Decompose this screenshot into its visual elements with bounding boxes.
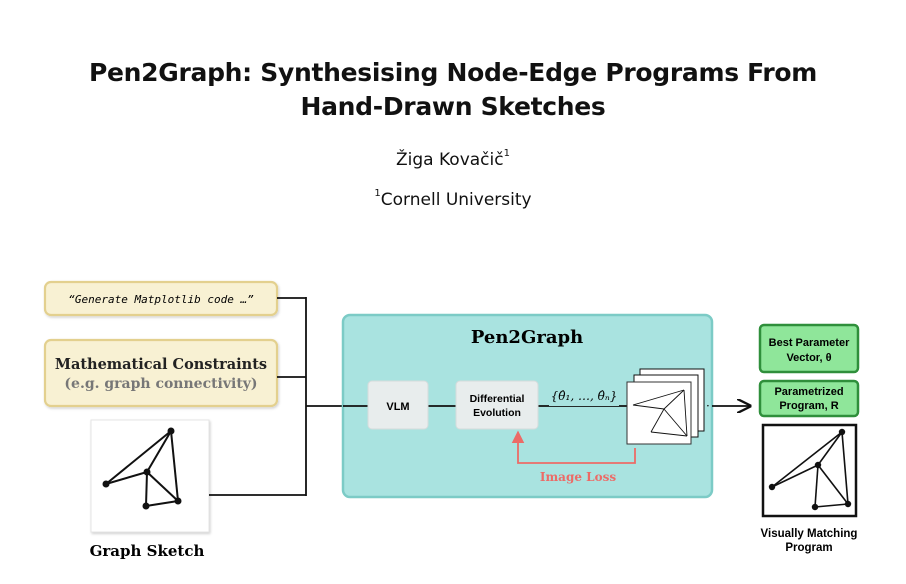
affiliation: 1Cornell University — [0, 188, 906, 210]
paper-title: Pen2Graph: Synthesising Node-Edge Progra… — [0, 56, 906, 124]
output-graph — [771, 431, 849, 508]
best-parameter-line-2: Vector, θ — [786, 352, 831, 364]
best-parameter-box — [758, 323, 860, 374]
more-candidates-dots: · — [706, 399, 710, 413]
de-label-line-2: Evolution — [473, 407, 521, 419]
de-label-line-1: Differential — [470, 393, 525, 405]
output-caption-line-1: Visually Matching — [761, 528, 858, 540]
constraints-title: Mathematical Constraints — [55, 356, 267, 373]
title-line-2: Hand-Drawn Sketches — [300, 92, 606, 121]
sketch-nodes — [102, 427, 182, 510]
affiliation-marker: 1 — [374, 188, 381, 199]
constraints-subtitle: (e.g. graph connectivity) — [64, 376, 257, 392]
prompt-text: “Generate Matplotlib code …” — [68, 293, 254, 306]
vlm-label: VLM — [386, 401, 409, 413]
theta-set-label: {θ̂₁, …, θ̂ₙ} — [551, 389, 618, 403]
program-line-2: Program, R — [779, 400, 838, 412]
output-caption-line-2: Program — [785, 542, 832, 554]
parametrized-program-box — [758, 379, 860, 418]
best-parameter-line-1: Best Parameter — [769, 337, 850, 349]
theta-label-bg — [549, 388, 619, 406]
author-name: Žiga Kovačič — [396, 150, 504, 170]
sketch-caption: Graph Sketch — [90, 542, 205, 560]
image-loss-arrow — [511, 430, 636, 464]
output-graph-nodes — [768, 428, 852, 511]
image-loss-label: Image Loss — [540, 470, 616, 484]
sketch-graph — [105, 430, 179, 507]
output-graph-frame — [761, 423, 858, 518]
affiliation-name: Cornell University — [380, 190, 532, 210]
vlm-box — [367, 380, 429, 430]
title-line-1: Pen2Graph: Synthesising Node-Edge Progra… — [88, 58, 818, 87]
panel-title: Pen2Graph — [471, 327, 583, 348]
program-line-1: Parametrized — [774, 386, 843, 398]
constraints-box — [43, 338, 279, 408]
differential-evolution-box — [455, 380, 539, 430]
candidate-stack — [626, 368, 705, 445]
input-connectors — [209, 297, 343, 496]
author-affiliation-marker: 1 — [503, 148, 510, 159]
author: Žiga Kovačič1 — [0, 148, 906, 170]
